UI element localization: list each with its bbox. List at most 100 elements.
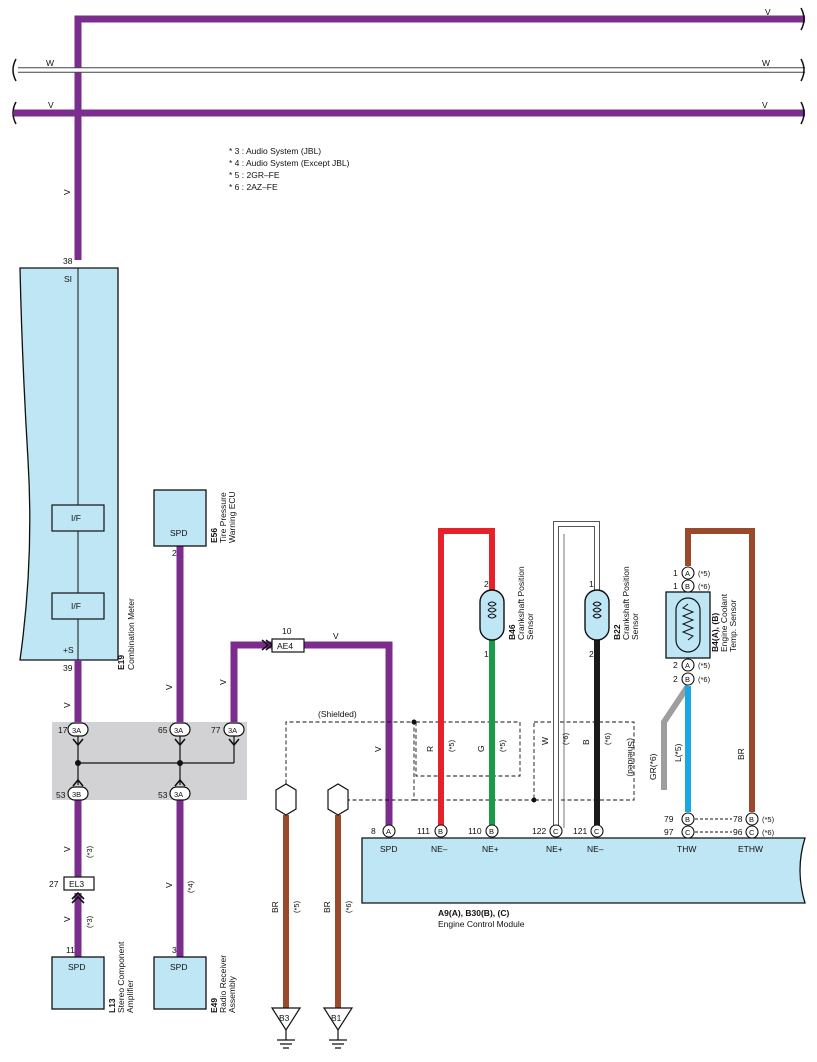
- jc-pin: 65: [158, 725, 168, 735]
- left-wires: V V (*3) V (*3) V V (*4) V V V: [62, 546, 393, 957]
- meter-code: E19: [116, 655, 126, 670]
- ecm-pin-label: NE–: [431, 844, 448, 854]
- combination-meter: 38 SI I/F I/F +S 39 E19 Combination Mete…: [19, 256, 136, 673]
- b46-name-2: Sensor: [525, 613, 535, 640]
- jc-pin: 53: [56, 790, 66, 800]
- junction-connectors: 17 3A 65 3A 77 3A 53 3B 53 3A: [56, 722, 245, 801]
- jc-label: 3A: [72, 726, 81, 735]
- if-label-2: I/F: [71, 601, 81, 611]
- gray-wire: [661, 684, 691, 790]
- radio-body: [153, 956, 207, 1010]
- note-3: * 5 : 2GR–FE: [229, 170, 280, 180]
- tpw-name-1: Tire Pressure: [218, 492, 228, 543]
- splice-dot: [75, 760, 81, 766]
- radio-name-2: Assembly: [227, 975, 237, 1013]
- b4-pin: 1: [673, 568, 678, 578]
- chevron-down-icon: [72, 738, 84, 747]
- amp-code: L13: [107, 998, 117, 1013]
- shield-dot: [411, 719, 417, 725]
- b22-name-2: Sensor: [630, 613, 640, 640]
- b22-name-1: Crankshaft Position: [621, 566, 631, 640]
- if-block-2: [51, 592, 105, 620]
- ecm-body: [361, 837, 806, 904]
- ground-icon: [322, 1007, 354, 1032]
- ecm-pin-conn: C: [749, 828, 755, 837]
- note-4: * 6 : 2AZ–FE: [229, 182, 278, 192]
- shield-dot: [531, 797, 537, 803]
- ecm-pin-num: 8: [371, 826, 376, 836]
- ecm-pin-label: ETHW: [738, 844, 763, 854]
- pin-circle: [681, 672, 695, 686]
- wire-label: W: [540, 737, 550, 745]
- shield-box-b46: [415, 721, 521, 777]
- v-wire-top: [74, 15, 805, 260]
- white-wire-outline: [553, 521, 600, 828]
- chevron-up-icon: [72, 778, 84, 787]
- pin-circle: [382, 824, 396, 838]
- wire-label: V: [218, 679, 228, 685]
- wire-tag: (*5): [498, 739, 507, 752]
- tpw-label: SPD: [170, 528, 187, 538]
- pin-circle: [745, 825, 759, 839]
- pin-circle: [681, 579, 695, 593]
- wire-tag: (*3): [85, 915, 94, 928]
- b22-sensor: 1 2 B22 Crankshaft Position Sensor W (*6…: [540, 521, 640, 828]
- b22-pin-bottom: 2: [589, 649, 594, 659]
- ecm-pin-conn: B: [749, 815, 754, 824]
- wire-label: L(*5): [673, 743, 683, 762]
- b4-conn: A: [685, 569, 690, 578]
- ground-label: B3: [279, 1013, 290, 1023]
- wire-label: V: [373, 746, 383, 752]
- b22-body: [584, 589, 610, 641]
- ecm-pin-num: 97: [664, 827, 674, 837]
- pin-circle: [590, 824, 604, 838]
- if-label-1: I/F: [71, 513, 81, 523]
- wire-label: V: [762, 100, 768, 110]
- radio-label: SPD: [170, 962, 187, 972]
- wire-tag: (*4): [186, 880, 195, 893]
- brown-wire: [685, 528, 755, 812]
- b4-element: [675, 597, 701, 653]
- wire-break-icon: [800, 7, 805, 31]
- ecm-name: Engine Control Module: [438, 919, 525, 929]
- b4-conn: A: [685, 661, 690, 670]
- junction-connector: [169, 786, 191, 801]
- amp-name-1: Stereo Component: [116, 941, 126, 1013]
- ecm-pin-conn: C: [685, 828, 691, 837]
- el3-label: EL3: [69, 879, 84, 889]
- tpw-ecu-body: [153, 489, 207, 547]
- chevron-down-icon: [174, 738, 186, 747]
- stereo-amp: SPD 11 L13 Stereo Component Amplifier: [51, 941, 135, 1013]
- v-wire: [230, 641, 272, 722]
- wire-tag: (*5): [292, 900, 301, 913]
- combination-meter-body: [19, 267, 119, 661]
- ground-circuits: BR (*5) B3 BR (*6) B1: [270, 783, 354, 1049]
- note-2: * 4 : Audio System (Except JBL): [229, 158, 350, 168]
- jc-label: 3B: [72, 790, 81, 799]
- meter-label-si: SI: [64, 274, 72, 284]
- wire-tag: (*3): [85, 845, 94, 858]
- shield-ground-terminal: [327, 783, 349, 816]
- b4-name-2: Temp. Sensor: [728, 599, 738, 652]
- meter-pin-s: 39: [63, 663, 73, 673]
- amp-pin: 11: [66, 945, 75, 955]
- shield-line: [285, 721, 415, 801]
- shield-label-2: (Shielded): [626, 738, 636, 777]
- b22-code: B22: [612, 624, 622, 640]
- wire-tag: (*6): [762, 828, 775, 837]
- b46-sensor: 2 1 B46 Crankshaft Position Sensor R (*5…: [425, 528, 535, 828]
- jc-pin: 17: [58, 725, 68, 735]
- meter-name: Combination Meter: [126, 598, 136, 670]
- ecm-pin-num: 110: [468, 826, 482, 836]
- ecm-pin-conn: B: [685, 815, 690, 824]
- wire-label: V: [765, 7, 771, 17]
- wire-label: B: [581, 739, 591, 745]
- b4-conn: B: [685, 582, 690, 591]
- jc-pin: 77: [211, 725, 221, 735]
- b46-pin-top: 2: [484, 579, 489, 589]
- wire-label: V: [62, 916, 72, 922]
- b4-sensor: BR GR(*6) L(*5) 1 A (*5) 1 B (*6) 2 A (*…: [648, 528, 755, 812]
- ecm-pin-conn: B: [489, 827, 494, 836]
- chevron-up-icon: [71, 891, 85, 904]
- meter-pin-si: 38: [63, 256, 73, 266]
